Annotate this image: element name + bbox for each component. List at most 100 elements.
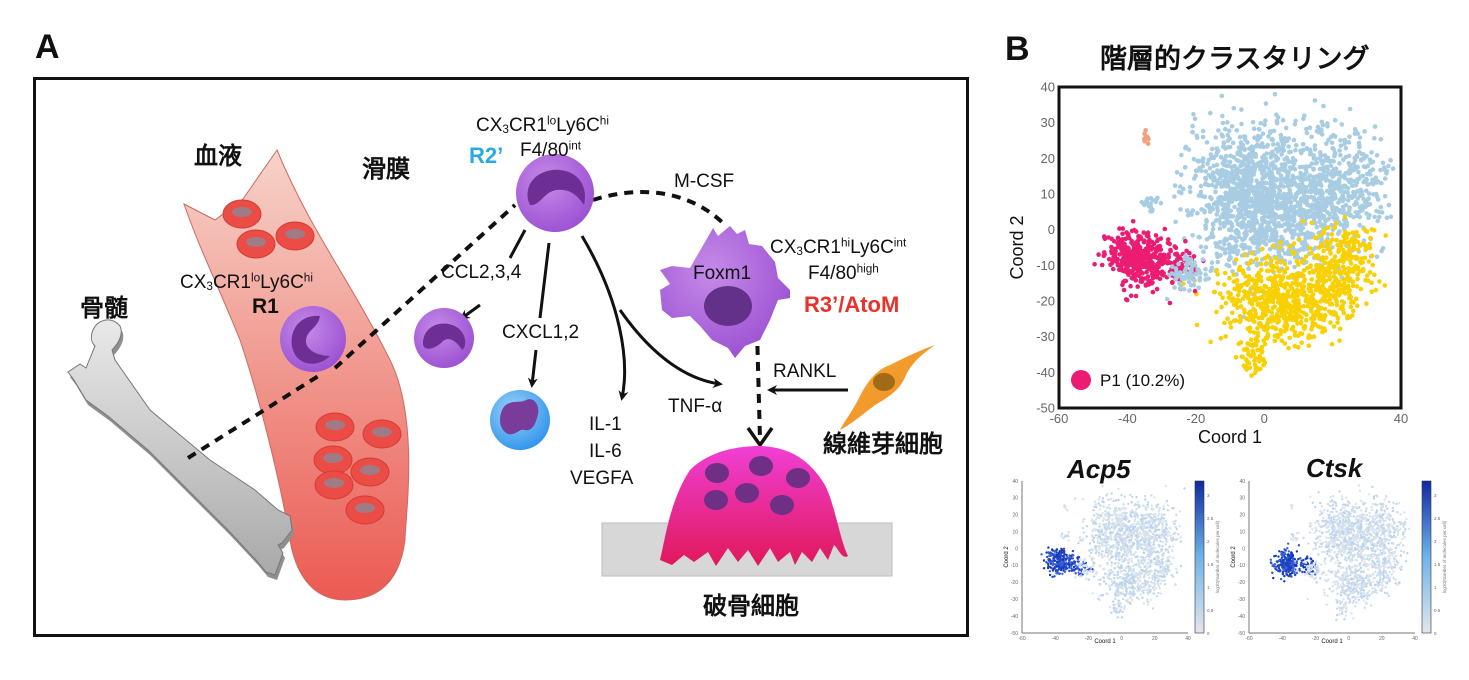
cxcl-arrow <box>527 349 538 388</box>
scatter-point <box>1152 537 1156 540</box>
scatter-point <box>1123 495 1127 498</box>
scatter-point <box>1355 303 1360 309</box>
scatter-point <box>1098 522 1102 526</box>
scatter-point <box>1097 498 1101 501</box>
scatter-point <box>1150 551 1154 554</box>
scatter-point <box>1137 506 1141 509</box>
scatter-point <box>1315 274 1321 280</box>
scatter-point <box>1266 268 1271 274</box>
scatter-point <box>1164 569 1167 573</box>
scatter-point <box>1128 249 1133 255</box>
scatter-point <box>1269 310 1275 315</box>
scatter-point <box>1252 204 1257 209</box>
scatter-point <box>1307 173 1313 178</box>
scatter-point <box>1143 582 1147 585</box>
scatter-point <box>1355 176 1360 182</box>
r2-name: R2’ <box>469 143 504 168</box>
scatter-point <box>1332 151 1338 157</box>
scatter-point <box>1295 292 1300 297</box>
scatter-point <box>1250 239 1255 245</box>
scatter-point <box>1269 151 1274 156</box>
scatter-point <box>1157 536 1161 539</box>
scatter-point <box>1085 525 1089 528</box>
y-tick-label: -50 <box>1036 401 1055 416</box>
scatter-point <box>1323 239 1329 244</box>
legend-marker <box>1071 370 1091 390</box>
rbc <box>345 495 385 525</box>
scatter-point <box>1134 555 1137 559</box>
scatter-point <box>1114 610 1117 613</box>
scatter-point <box>1290 207 1296 212</box>
scatter-point <box>1150 524 1153 527</box>
scatter-point <box>1266 317 1271 322</box>
r3-marker-label: CX3CR1hiLy6Cint <box>770 237 906 257</box>
scatter-point <box>1256 288 1261 294</box>
scatter-point <box>1118 533 1122 536</box>
scatter-point <box>1148 513 1151 516</box>
scatter-point <box>1235 305 1240 311</box>
scatter-point <box>1179 152 1184 158</box>
scatter-point <box>1143 586 1146 589</box>
scatter-point <box>1320 283 1325 289</box>
scatter-point <box>1267 186 1273 191</box>
scatter-point <box>1255 330 1261 336</box>
scatter-point <box>1140 547 1144 550</box>
scatter-point <box>1164 548 1167 551</box>
scatter-point <box>1271 218 1277 223</box>
scatter-point <box>1287 335 1292 341</box>
scatter-point <box>1105 524 1108 527</box>
scatter-point <box>1204 237 1210 242</box>
scatter-point <box>1372 124 1378 129</box>
scatter-point <box>1329 341 1335 347</box>
scatter-point <box>1309 134 1314 140</box>
scatter-point <box>1123 515 1127 519</box>
scatter-point <box>1262 122 1267 128</box>
scatter-point <box>1161 562 1164 565</box>
scatter-point <box>1149 564 1152 567</box>
scatter-point <box>1260 175 1266 181</box>
scatter-point <box>1286 288 1291 294</box>
scatter-point <box>1191 111 1196 117</box>
rbc <box>222 199 262 229</box>
scatter-point <box>1279 283 1285 288</box>
scatter-point <box>1379 180 1384 186</box>
scatter-point <box>1329 301 1335 307</box>
scatter-point <box>1153 579 1157 582</box>
scatter-point <box>1196 285 1201 291</box>
scatter-point <box>1166 565 1170 569</box>
scatter-point <box>1367 245 1373 251</box>
scatter-point <box>1144 498 1148 501</box>
scatter-point <box>1341 300 1347 306</box>
scatter-point <box>1116 517 1120 520</box>
scatter-point <box>1282 341 1288 346</box>
scatter-point <box>1338 306 1344 311</box>
scatter-point <box>1220 134 1226 139</box>
scatter-point <box>1300 219 1306 224</box>
scatter-point <box>1045 561 1048 564</box>
scatter-point <box>1101 485 1104 488</box>
scatter-point <box>1167 300 1173 306</box>
scatter-point <box>1116 535 1119 538</box>
scatter-point <box>1317 156 1323 161</box>
scatter-point <box>1240 179 1246 185</box>
x-tick-label: 0 <box>1261 411 1268 426</box>
scatter-point <box>1123 507 1126 511</box>
scatter-point <box>1095 516 1099 519</box>
scatter-point <box>1144 508 1148 511</box>
scatter-point <box>1110 580 1114 583</box>
scatter-point <box>1301 116 1306 121</box>
scatter-point <box>1268 155 1274 160</box>
scatter-point <box>1287 187 1293 193</box>
scatter-point <box>1119 526 1122 530</box>
scatter-point <box>1264 261 1269 266</box>
scatter-point <box>1339 269 1345 275</box>
scatter-point <box>1332 267 1338 273</box>
scatter-point <box>1120 507 1123 510</box>
scatter-point <box>1253 144 1259 149</box>
scatter-point <box>1163 579 1166 582</box>
scatter-point <box>1147 581 1150 584</box>
scatter-point <box>1266 170 1272 175</box>
scatter-point <box>1133 563 1137 566</box>
scatter-point <box>1097 540 1100 544</box>
scatter-point <box>1298 320 1304 326</box>
